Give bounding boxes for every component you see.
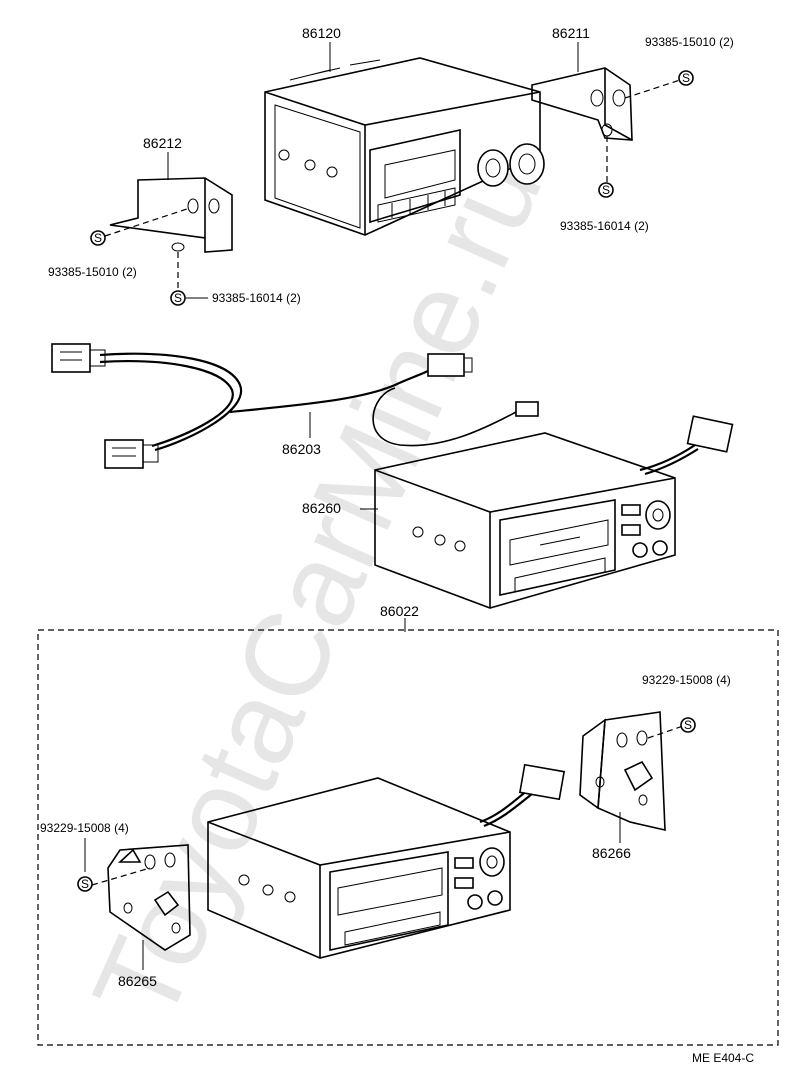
svg-text:S: S	[174, 291, 182, 305]
label-fastener-left-a: 93385-15010 (2)	[48, 265, 137, 279]
label-86022: 86022	[380, 603, 419, 619]
screw-symbol-kit-right: S	[680, 717, 696, 733]
radio-86260	[360, 415, 734, 609]
screw-symbol-top-right-b: S	[598, 182, 614, 198]
harness-86203	[51, 343, 539, 469]
label-86120: 86120	[302, 25, 341, 41]
label-86212: 86212	[143, 135, 182, 151]
label-86211: 86211	[552, 25, 590, 41]
label-86266: 86266	[592, 845, 631, 861]
screw-symbol-top-right-a: S	[678, 70, 694, 86]
bracket-86211	[531, 42, 681, 182]
label-fastener-left-b: 93385-16014 (2)	[212, 291, 301, 305]
bracket-86212	[104, 152, 233, 290]
radio-86120	[264, 42, 545, 236]
screw-symbol-left-a: S	[90, 230, 106, 246]
svg-text:S: S	[94, 231, 102, 245]
label-fastener-top-right-b: 93385-16014 (2)	[560, 219, 649, 233]
screw-symbol-left-b: S	[170, 290, 186, 306]
label-fastener-top-right-a: 93385-15010 (2)	[645, 35, 734, 49]
svg-text:S: S	[684, 718, 692, 732]
label-86260: 86260	[302, 500, 341, 516]
label-fastener-kit-right: 93229-15008 (4)	[642, 673, 731, 687]
label-fastener-kit-left: 93229-15008 (4)	[40, 821, 129, 835]
diagram-code: ME E404-C	[692, 1051, 754, 1065]
kit-86022	[37, 618, 779, 1046]
screw-symbol-kit-left: S	[77, 876, 93, 892]
label-86265: 86265	[118, 973, 157, 989]
svg-text:S: S	[602, 183, 610, 197]
svg-text:S: S	[682, 71, 690, 85]
svg-text:S: S	[81, 877, 89, 891]
label-86203: 86203	[282, 441, 321, 457]
